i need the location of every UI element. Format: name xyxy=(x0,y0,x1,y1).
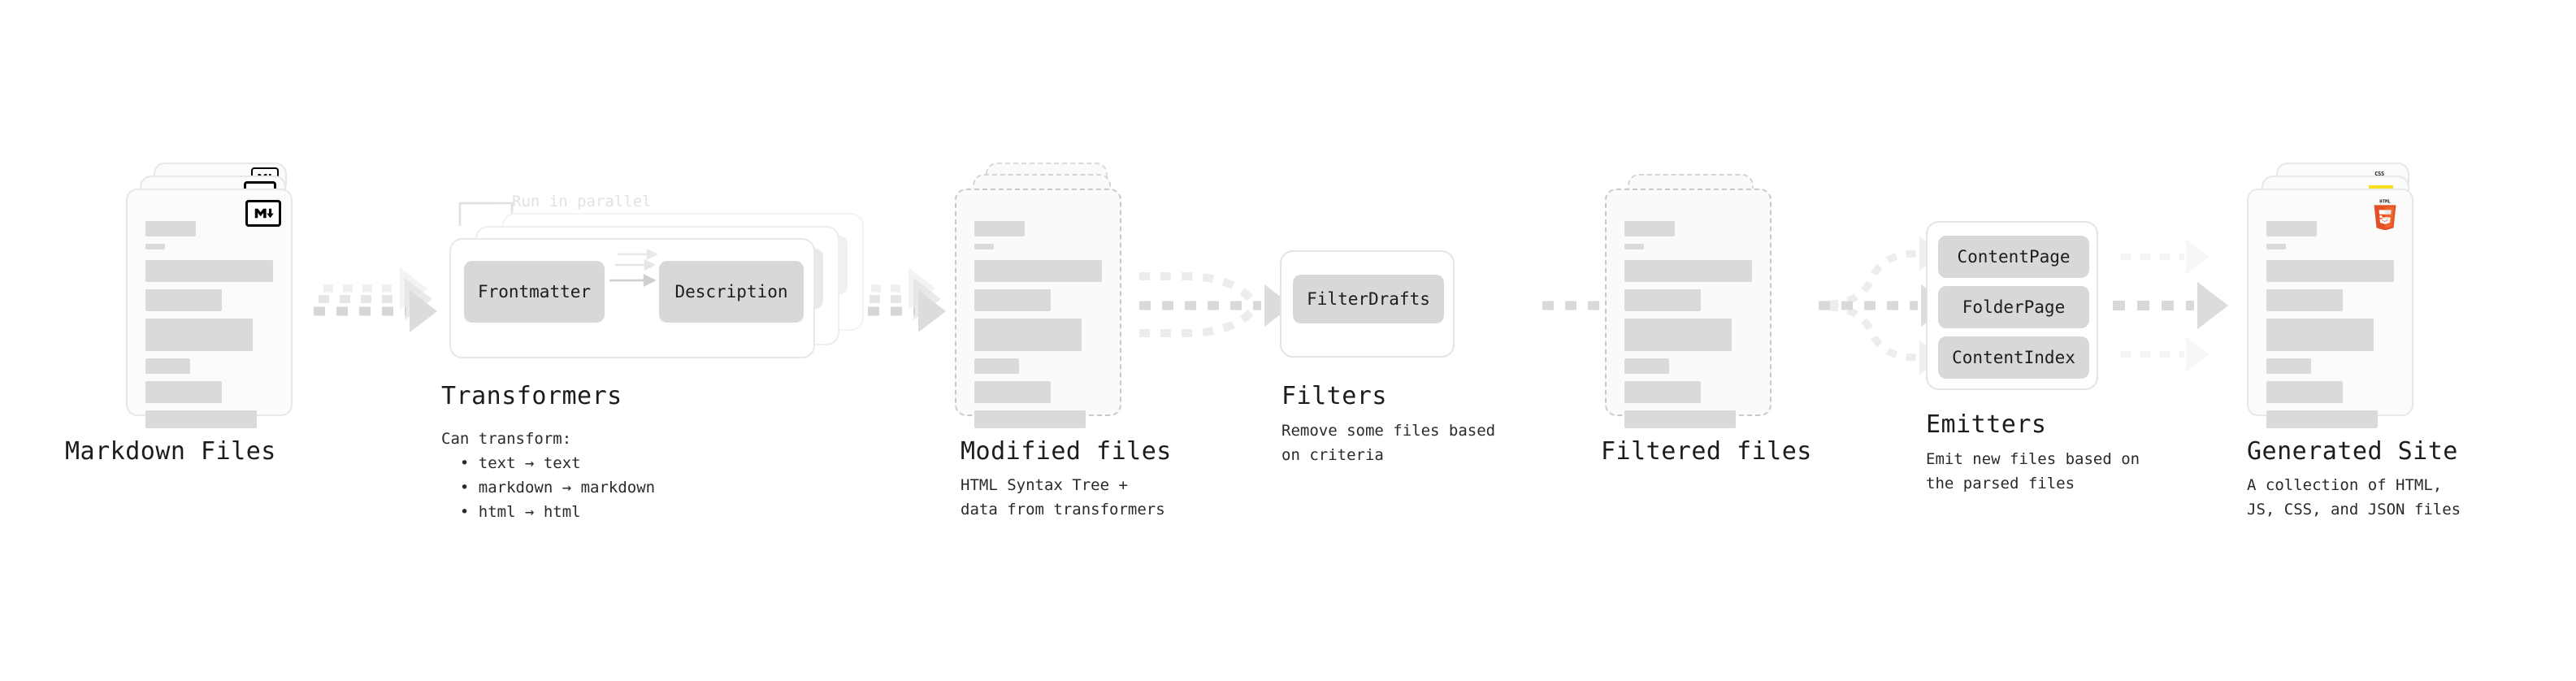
content-bar xyxy=(2266,289,2344,311)
content-bar xyxy=(2266,358,2311,374)
arrow-modified-to-filters xyxy=(1139,272,1292,337)
content-bar xyxy=(145,319,253,351)
stage-filtered-files: Filtered files xyxy=(1601,163,1811,466)
content-bar xyxy=(2266,221,2317,236)
svg-text:HTML: HTML xyxy=(2379,200,2391,205)
content-bar xyxy=(1624,244,1644,249)
content-bar xyxy=(1624,319,1732,351)
stage-modified-files: Modified files HTML Syntax Tree + data f… xyxy=(955,163,1171,518)
file-content-bars xyxy=(2266,221,2394,436)
transformer-inner-arrows xyxy=(609,248,658,288)
stage-desc-modified-files: HTML Syntax Tree + data from transformer… xyxy=(961,476,1165,518)
run-in-parallel-label: Run in parallel xyxy=(512,193,652,210)
file-card-front xyxy=(955,189,1121,428)
content-bar xyxy=(974,244,994,249)
content-bar xyxy=(145,244,165,249)
content-bar xyxy=(145,221,196,236)
content-bar xyxy=(2266,260,2394,282)
content-bar xyxy=(1624,410,1736,428)
stage-title-modified-files: Modified files xyxy=(961,437,1172,466)
filter-pill-filterdrafts[interactable]: FilterDrafts xyxy=(1293,275,1444,323)
arrow-emitters-to-site xyxy=(2113,238,2229,373)
content-bar xyxy=(145,289,223,311)
stage-title-generated-site: Generated Site xyxy=(2247,437,2458,466)
stage-title-emitters: Emitters xyxy=(1926,410,2047,439)
file-card-front xyxy=(1605,189,1772,428)
stage-desc-emitters: Emit new files based on the parsed files xyxy=(1926,450,2140,492)
content-bar xyxy=(974,410,1086,428)
markdown-file-stack xyxy=(126,163,313,428)
stage-title-filtered-files: Filtered files xyxy=(1601,437,1812,466)
emitter-pill-folderpage[interactable]: FolderPage xyxy=(1938,286,2089,328)
generated-file-stack: CSS HTML xyxy=(2247,163,2434,428)
emitters-box: ContentPage FolderPage ContentIndex xyxy=(1926,221,2098,390)
content-bar xyxy=(145,260,273,282)
filtered-file-stack xyxy=(1605,163,1792,428)
content-bar xyxy=(974,289,1052,311)
content-bar xyxy=(1624,289,1702,311)
file-content-bars xyxy=(145,221,273,436)
transformer-pill-description[interactable]: Description xyxy=(659,261,804,323)
markdown-icon xyxy=(245,200,281,227)
file-content-bars xyxy=(1624,221,1752,436)
filters-box: FilterDrafts xyxy=(1280,250,1455,358)
stage-desc-filters: Remove some files based on criteria xyxy=(1281,422,1496,464)
content-bar xyxy=(2266,244,2286,249)
content-bar xyxy=(974,381,1052,403)
content-bar xyxy=(974,260,1102,282)
transformer-pill-frontmatter[interactable]: Frontmatter xyxy=(464,261,605,323)
content-bar xyxy=(1624,358,1669,374)
transformer-box-front: Frontmatter Description xyxy=(449,238,815,358)
content-bar xyxy=(145,358,190,374)
emitter-pill-contentindex[interactable]: ContentIndex xyxy=(1938,336,2089,379)
content-bar xyxy=(1624,221,1675,236)
emitter-pill-contentpage[interactable]: ContentPage xyxy=(1938,236,2089,278)
content-bar xyxy=(145,410,257,428)
html5-icon: HTML xyxy=(2371,197,2399,230)
modified-file-stack xyxy=(955,163,1142,428)
file-card-front: HTML xyxy=(2247,189,2413,428)
content-bar xyxy=(2266,381,2344,403)
stage-desc-transformers: Can transform: • text → text • markdown … xyxy=(441,430,656,521)
file-card-front xyxy=(126,189,293,428)
content-bar xyxy=(974,358,1019,374)
arrow-markdown-to-transformers xyxy=(314,267,437,332)
css-icon-label: CSS xyxy=(2374,171,2384,177)
content-bar xyxy=(1624,381,1702,403)
content-bar xyxy=(2266,410,2378,428)
stage-markdown-files: Markdown Files xyxy=(65,163,313,466)
content-bar xyxy=(1624,260,1752,282)
stage-title-transformers: Transformers xyxy=(441,382,622,410)
stage-generated-site: CSS HTML xyxy=(2247,163,2461,518)
content-bar xyxy=(2266,319,2374,351)
content-bar xyxy=(145,381,223,403)
file-content-bars xyxy=(974,221,1102,436)
content-bar xyxy=(974,221,1025,236)
stage-title-filters: Filters xyxy=(1281,382,1387,410)
stage-desc-generated-site: A collection of HTML, JS, CSS, and JSON … xyxy=(2247,476,2461,518)
stage-title-markdown-files: Markdown Files xyxy=(65,437,276,466)
content-bar xyxy=(974,319,1082,351)
